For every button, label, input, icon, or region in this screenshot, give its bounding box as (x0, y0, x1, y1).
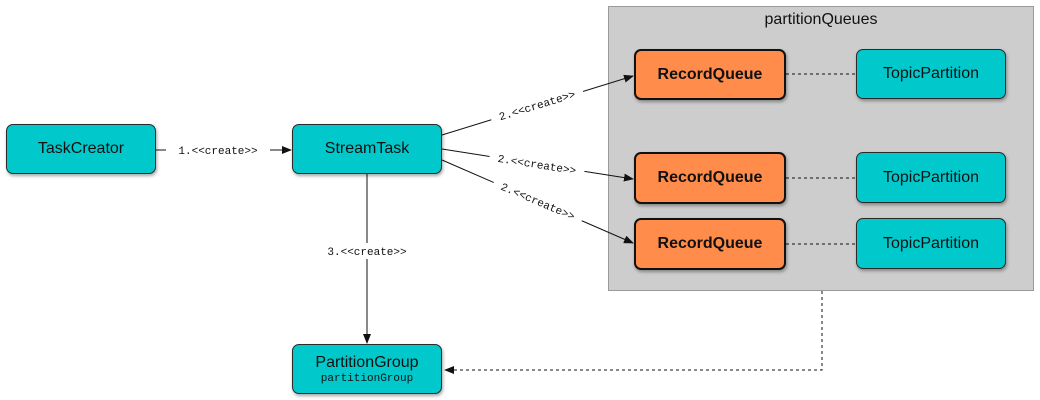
record-queue-label-2: RecordQueue (657, 169, 763, 186)
record-queue-node-1[interactable]: RecordQueue (634, 49, 786, 100)
stream-task-label: StreamTask (324, 140, 410, 157)
partition-group-label: PartitionGroup (315, 353, 419, 371)
topic-partition-label-1: TopicPartition (882, 65, 980, 82)
task-creator-node[interactable]: TaskCreator (6, 124, 156, 174)
topic-partition-node-3[interactable]: TopicPartition (856, 218, 1006, 269)
partition-group-sublabel: partitionGroup (320, 372, 414, 385)
topic-partition-label-3: TopicPartition (882, 234, 980, 252)
edge-label-creator-to-task: 1.<<create>> (178, 146, 257, 158)
topic-partition-node-1[interactable]: TopicPartition (856, 49, 1006, 99)
record-queue-label-3: RecordQueue (657, 235, 763, 252)
partition-group-node[interactable]: PartitionGroup partitionGroup (292, 344, 442, 394)
edge-label-task-to-queue-3: 2.<<create>> (498, 182, 576, 224)
edge-group-to-partition-group (444, 291, 823, 374)
task-creator-label: TaskCreator (37, 140, 125, 157)
stream-task-node[interactable]: StreamTask (292, 124, 442, 174)
record-queue-label-1: RecordQueue (657, 65, 763, 83)
topic-partition-node-2[interactable]: TopicPartition (856, 152, 1006, 203)
group-title: partitionQueues (764, 11, 878, 28)
record-queue-node-3[interactable]: RecordQueue (634, 218, 786, 270)
topic-partition-label-2: TopicPartition (882, 168, 980, 186)
record-queue-node-2[interactable]: RecordQueue (634, 152, 786, 204)
edge-label-task-to-group: 3.<<create>> (327, 247, 406, 259)
